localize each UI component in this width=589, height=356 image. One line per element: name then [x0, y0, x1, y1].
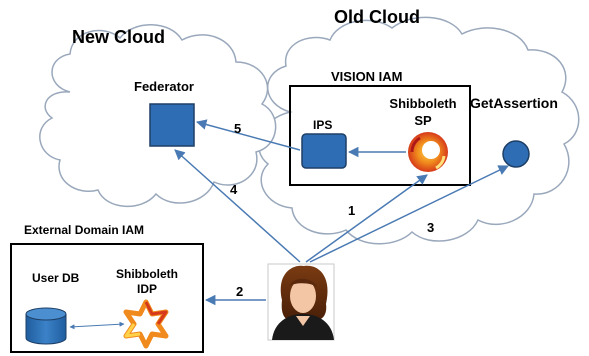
ips-node[interactable]	[301, 133, 347, 169]
get-assertion-label: GetAssertion	[470, 95, 558, 111]
new-cloud-title: New Cloud	[72, 27, 165, 47]
shibboleth-sp-label-line2: SP	[414, 113, 432, 128]
old-cloud-title: Old Cloud	[334, 7, 420, 27]
old-cloud	[258, 16, 580, 245]
shibboleth-sp-label: Shibboleth SP	[386, 97, 460, 127]
arrow-5	[195, 119, 301, 151]
step-4-label: 4	[230, 182, 238, 197]
shibboleth-sp-label-line1: Shibboleth	[389, 96, 457, 111]
step-2-label: 2	[236, 284, 244, 299]
user-avatar-icon[interactable]	[267, 263, 335, 341]
external-domain-iam-label: External Domain IAM	[24, 223, 145, 237]
vision-iam-box	[289, 85, 471, 186]
federator-label: Federator	[134, 79, 194, 94]
vision-iam-label: VISION IAM	[331, 69, 403, 84]
shibboleth-sp-logo-icon	[408, 132, 448, 172]
step-1-label: 1	[348, 203, 356, 218]
federator-node[interactable]	[149, 103, 195, 147]
arrow-4	[174, 149, 301, 263]
shibboleth-idp-label-line1: Shibboleth	[116, 267, 178, 281]
step-5-label: 5	[234, 121, 242, 136]
user-db-label: User DB	[32, 271, 80, 285]
shibboleth-idp-label: Shibboleth IDP	[110, 268, 184, 295]
ips-label: IPS	[313, 118, 333, 132]
shibboleth-idp-label-line2: IDP	[136, 282, 157, 296]
arrow-1	[305, 174, 428, 263]
user-db-icon[interactable]	[25, 307, 67, 345]
shibboleth-idp-logo-icon	[123, 299, 169, 349]
arrow-db-idp	[69, 321, 125, 330]
step-3-label: 3	[427, 220, 435, 235]
arrow-3	[309, 165, 509, 263]
get-assertion-node[interactable]	[502, 140, 530, 168]
external-domain-iam-box	[10, 243, 204, 353]
